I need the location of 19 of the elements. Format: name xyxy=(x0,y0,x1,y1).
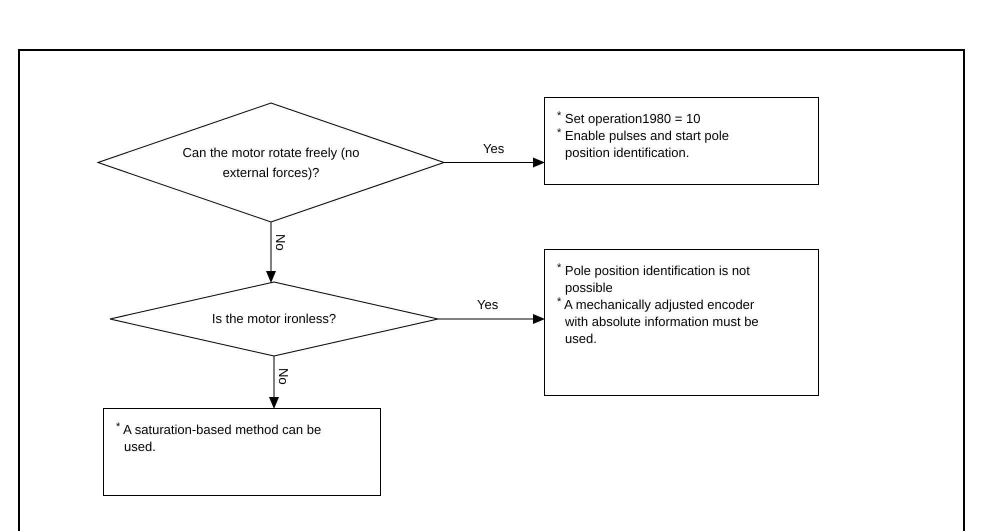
bullet-text: $^{*}$ Pole position identification is not possible xyxy=(557,262,751,296)
bullet-text: $^{*}$ Set operation1980 = 10 xyxy=(557,110,702,127)
bullet-text: $^{*}$ A mechanically adjusted encoder with absolute information must be used. xyxy=(557,296,760,347)
arrow xyxy=(269,356,279,409)
question-text: Is the motor ironless? xyxy=(212,310,336,328)
edge-label: No xyxy=(273,233,288,253)
edge-label: No xyxy=(276,367,291,387)
bullet-text: $^{*}$ A saturation-based method can be used. xyxy=(116,421,322,455)
arrow xyxy=(444,158,545,168)
bullet-text: $^{*}$ Enable pulses and start pole position identification. xyxy=(557,127,730,161)
process-box xyxy=(544,97,819,185)
question-text: Can the motor rotate freely (no external forces)? xyxy=(181,144,361,182)
process-box xyxy=(103,408,381,496)
arrow xyxy=(266,222,276,283)
arrow xyxy=(438,314,545,324)
decision-diamond xyxy=(110,282,438,356)
decision-diamond xyxy=(98,103,444,222)
process-box xyxy=(544,249,819,396)
edge-label: Yes xyxy=(475,297,500,312)
